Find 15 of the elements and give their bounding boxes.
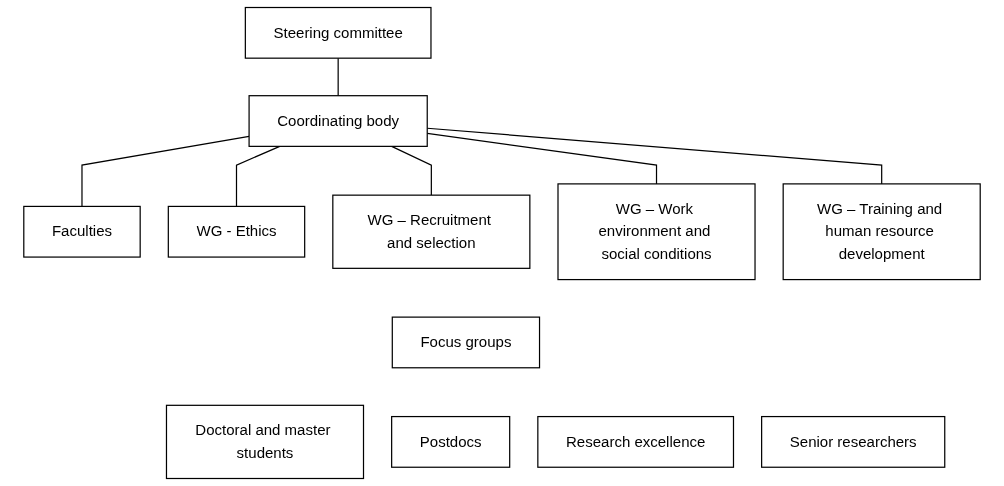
node-box: Focus groups [391, 316, 541, 369]
node-box: Research excellence [537, 415, 735, 468]
node-box: WG – Work environment and social conditions [557, 183, 756, 281]
node-box: WG - Ethics [167, 205, 306, 258]
node-box: WG – Recruitment and selection [332, 194, 531, 269]
connector [235, 145, 281, 207]
node-box: Steering committee [244, 6, 432, 59]
node-box: WG – Training and human resource development [782, 183, 981, 281]
connector [81, 135, 250, 207]
node-box: Coordinating body [248, 95, 428, 147]
node-box: Faculties [23, 205, 141, 258]
node-box: Postdocs [391, 415, 511, 468]
node-box: Doctoral and master students [165, 404, 365, 480]
connector [337, 57, 339, 97]
node-box: Senior researchers [761, 415, 946, 468]
